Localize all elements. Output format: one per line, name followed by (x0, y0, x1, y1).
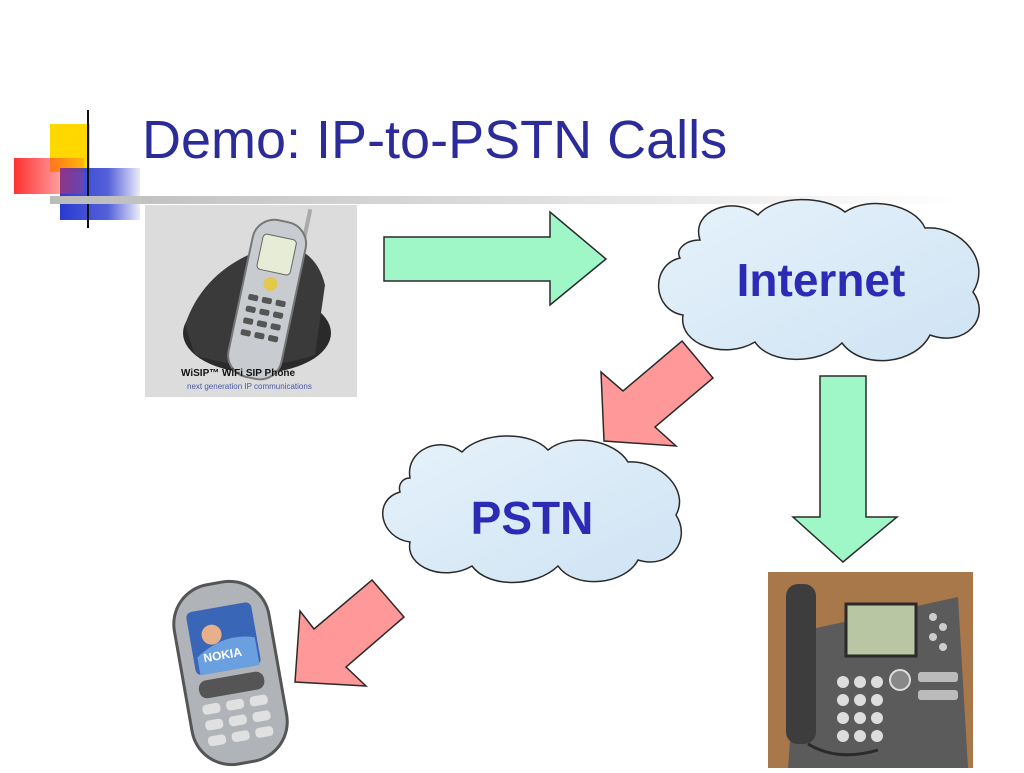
wisip-tagline: next generation IP communications (187, 382, 312, 391)
desk-ip-phone-photo (768, 572, 973, 768)
arrow-internet-to-pstn (600, 339, 715, 447)
mobile-phone-icon: NOKIA (172, 579, 289, 767)
nokia-mobile-photo: NOKIA (160, 572, 300, 768)
wisip-phone-photo: WiSIP™ WiFi SIP Phone next generation IP… (145, 205, 357, 397)
slide-title: Demo: IP-to-PSTN Calls (142, 110, 728, 170)
wifi-phone-icon (183, 208, 331, 381)
corner-red-bar (14, 158, 84, 194)
wisip-product-name: WiSIP™ WiFi SIP Phone (181, 368, 296, 379)
nokia-brand-label: NOKIA (202, 645, 243, 666)
desk-phone-icon (768, 572, 973, 768)
pstn-cloud (382, 435, 682, 584)
arrow-pstn-to-nokia (294, 578, 406, 687)
internet-cloud (657, 198, 980, 362)
internet-label: Internet (737, 254, 906, 306)
arrow-wisip-to-internet (383, 210, 608, 307)
title-underline (50, 196, 960, 204)
arrow-internet-to-desk-phone (791, 375, 900, 563)
pstn-label: PSTN (471, 492, 594, 544)
